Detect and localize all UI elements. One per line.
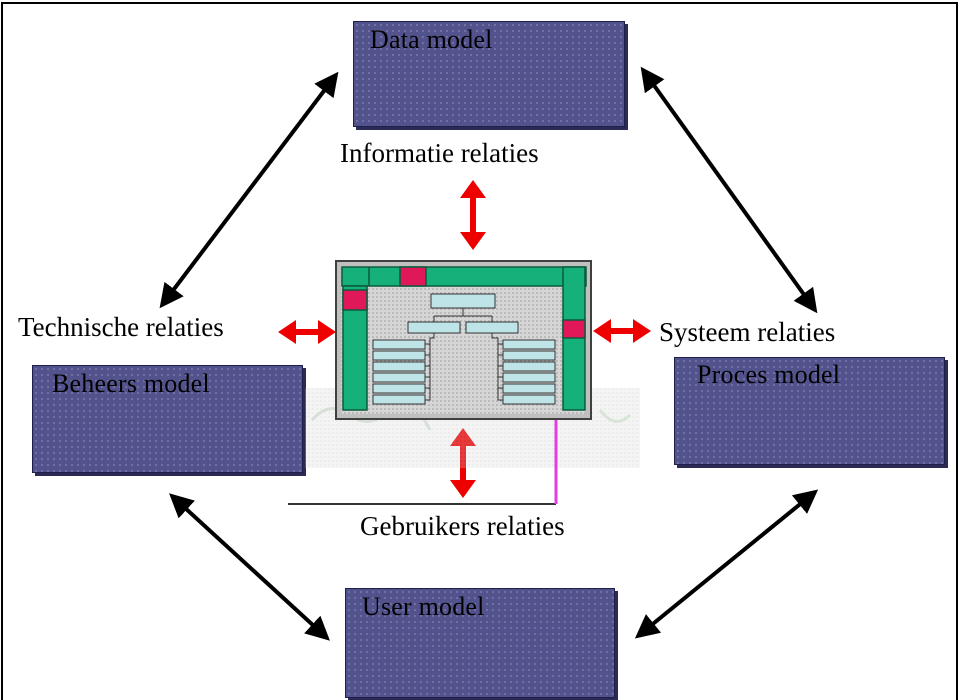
red-arrow-right <box>593 319 651 343</box>
data-model-box <box>353 21 625 127</box>
systeem-relaties-label: Systeem relaties <box>659 317 836 347</box>
central-application-screen <box>335 260 592 420</box>
data-model-label: Data model <box>370 25 493 54</box>
red-arrow-top <box>460 180 486 250</box>
arrow-data-proces <box>640 66 818 314</box>
arrow-data-beheers <box>159 71 339 309</box>
arrow-proces-user <box>634 489 819 639</box>
gebruikers-relaties-label: Gebruikers relaties <box>360 511 565 541</box>
red-arrow-left <box>278 320 336 344</box>
arrow-beheers-user <box>169 493 330 641</box>
beheers-model-box <box>32 365 303 473</box>
technische-relaties-label: Technische relaties <box>18 312 224 342</box>
informatie-relaties-label: Informatie relaties <box>340 138 539 168</box>
proces-model-label: Proces model <box>697 360 841 389</box>
user-model-label: User model <box>362 592 485 621</box>
beheers-model-label: Beheers model <box>52 369 210 398</box>
proces-model-box <box>674 357 945 465</box>
